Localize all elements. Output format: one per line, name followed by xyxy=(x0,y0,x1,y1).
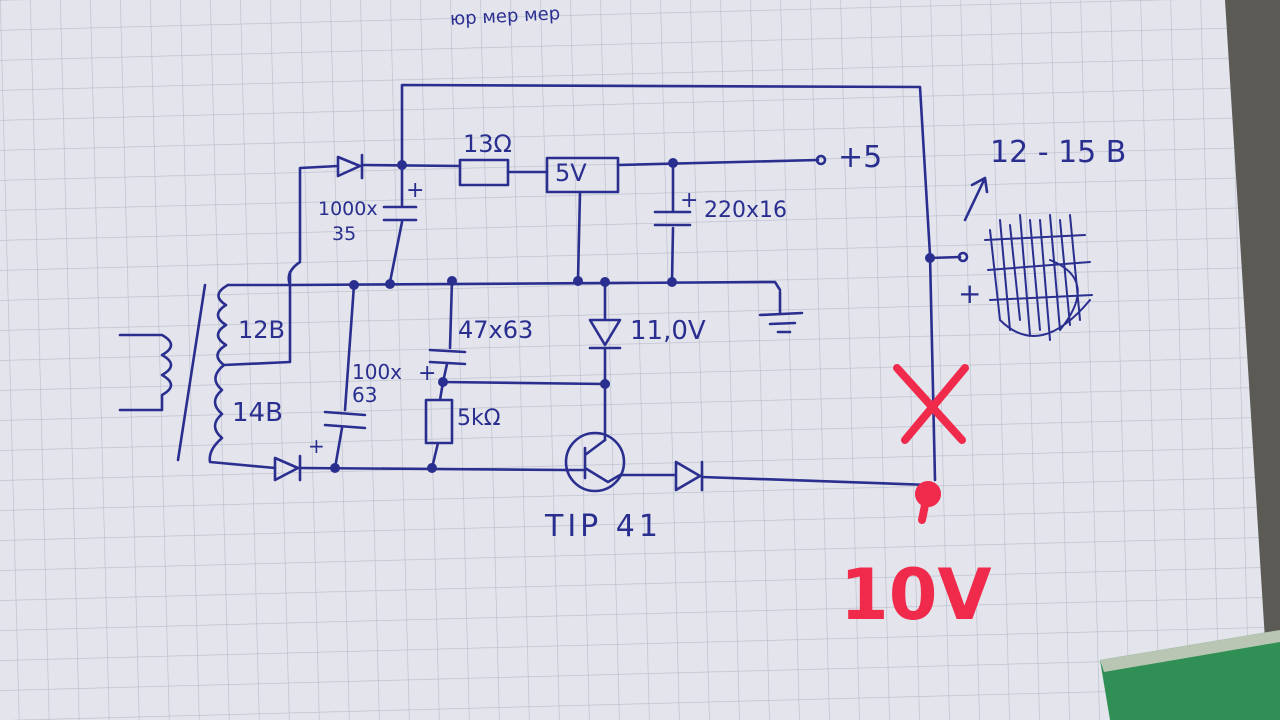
cap-220-label: 220x16 xyxy=(704,198,788,223)
red-annotations xyxy=(893,364,969,524)
output-terminal-wire xyxy=(928,255,962,260)
junction xyxy=(349,280,359,290)
transformer-core xyxy=(176,283,207,462)
plus5-label: +5 xyxy=(838,140,883,175)
output-terminal xyxy=(957,251,969,263)
cap-47-label: 47x63 xyxy=(458,316,534,344)
junction xyxy=(385,279,395,289)
transistor-leads xyxy=(563,438,622,484)
regulator-ground-leg xyxy=(576,190,582,282)
cap-100-plus: + xyxy=(308,434,325,458)
transistor-body xyxy=(564,431,626,493)
cap-1000 xyxy=(382,163,418,284)
cap-100-label-b: 63 xyxy=(352,383,378,407)
winding-14-label: 14B xyxy=(232,398,283,428)
cap-1000-label-a: 1000x xyxy=(318,198,378,220)
secondary-winding xyxy=(208,270,292,470)
zener-label: 11,0V xyxy=(630,316,706,346)
junction xyxy=(600,379,610,389)
regulator-label: 5V xyxy=(555,159,587,187)
terminal-plus5 xyxy=(815,154,827,166)
scribble xyxy=(984,214,1093,341)
resistor-13-label: 13Ω xyxy=(463,130,512,158)
upper-rail-2 xyxy=(360,163,462,168)
junction xyxy=(330,463,340,473)
output-wire xyxy=(620,460,932,492)
upper-rail xyxy=(298,164,340,262)
desk-edge xyxy=(1225,0,1280,720)
junction xyxy=(668,158,678,168)
regulator-box xyxy=(545,156,620,194)
primary-winding xyxy=(118,333,173,412)
cap-1000-label-b: 35 xyxy=(332,223,357,245)
output-plus-label: + xyxy=(958,277,982,310)
ground-symbol xyxy=(758,290,804,334)
cap-47-plus: + xyxy=(418,361,437,386)
voltage-range-label: 12 - 15 B xyxy=(990,135,1127,170)
transistor-label: TIP 41 xyxy=(545,509,662,544)
red-cross xyxy=(893,364,969,444)
cap-100-label-a: 100x xyxy=(352,360,403,384)
cap-100 xyxy=(323,283,367,470)
junction xyxy=(397,160,407,170)
upper-rail-4 xyxy=(616,158,820,167)
cap-1000-plus: + xyxy=(406,178,425,203)
pcb-edge xyxy=(1100,630,1280,672)
junction xyxy=(447,276,457,286)
zener-diode xyxy=(588,280,622,442)
red-voltage-label: 10V xyxy=(840,554,992,636)
cap-47 xyxy=(428,278,607,386)
red-lead xyxy=(918,496,930,524)
winding-12-label: 12B xyxy=(238,316,286,344)
cap-220-plus: + xyxy=(680,188,699,213)
schematic-ink xyxy=(118,83,1093,493)
junction xyxy=(667,277,677,287)
resistor-13-body xyxy=(458,158,510,187)
junction xyxy=(573,276,583,286)
top-wire xyxy=(400,83,937,482)
cap-220 xyxy=(653,161,692,284)
junction xyxy=(438,377,448,387)
junction xyxy=(600,277,610,287)
junction xyxy=(925,253,935,263)
resistor-5k-label: 5kΩ xyxy=(457,406,501,431)
diode-upper xyxy=(336,153,364,180)
junction xyxy=(427,463,437,473)
junctions xyxy=(330,158,935,473)
arrow xyxy=(963,176,989,222)
